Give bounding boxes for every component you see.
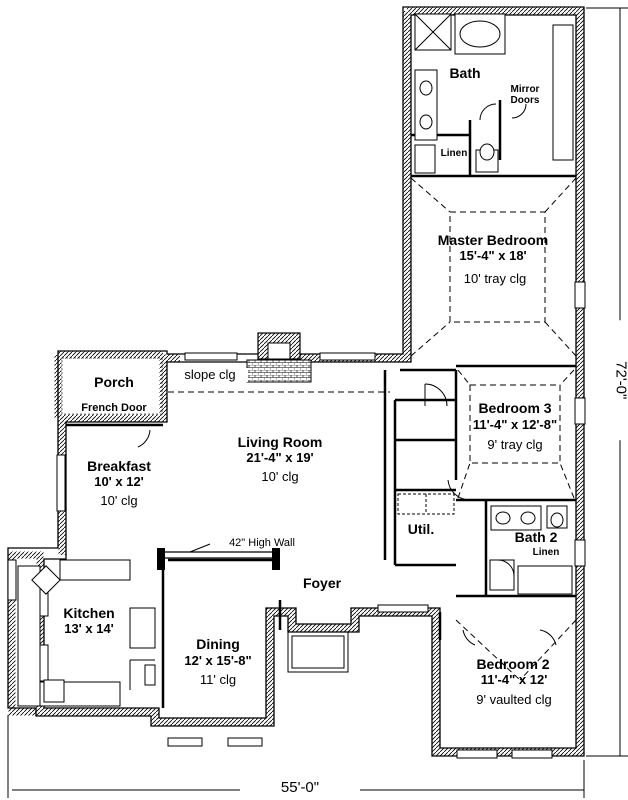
high-wall: [157, 543, 280, 570]
living-room-size: 21'-4" x 19': [246, 450, 314, 465]
kitchen-name: Kitchen: [63, 605, 115, 621]
util-name: Util.: [407, 521, 435, 537]
porch-name: Porch: [94, 374, 134, 390]
mirror-doors-label: Mirror Doors: [510, 84, 540, 106]
breakfast-size: 10' x 12': [94, 474, 144, 489]
bedroom2-vaulted-ceiling: [455, 619, 577, 681]
entry-details: [61, 357, 349, 673]
dining-size: 12' x 15'-8": [184, 653, 252, 668]
high-wall-label: 42" High Wall: [229, 537, 295, 549]
slope-ceiling-label: slope clg: [172, 367, 248, 383]
master-bedroom-size: 15'-4" x 18': [459, 248, 527, 263]
kitchen-size: 13' x 14': [64, 621, 114, 636]
master-bedroom-ceiling: 10' tray clg: [463, 271, 527, 286]
breakfast-name: Breakfast: [87, 458, 151, 474]
bedroom2-name: Bedroom 2: [476, 656, 550, 672]
living-room-name: Living Room: [237, 434, 323, 450]
dining-ceiling: 11' clg: [199, 672, 237, 687]
exterior-outline: [7, 6, 585, 757]
bedroom3-size: 11'-4" x 12'-8": [472, 417, 558, 432]
foyer-name: Foyer: [302, 575, 342, 591]
bedroom2-ceiling: 9' vaulted clg: [476, 692, 552, 707]
util-fixtures: [397, 493, 455, 515]
master-bedroom-name: Master Bedroom: [437, 232, 549, 248]
windows: [7, 281, 586, 759]
bath-label: Bath: [449, 65, 481, 81]
bath2-linen-label: Linen: [532, 547, 560, 558]
french-door-label: French Door: [81, 402, 147, 414]
master-tray-ceiling: [410, 177, 577, 357]
overall-width-dimension: 55'-0": [240, 779, 360, 797]
fireplace: [246, 332, 312, 383]
bath2-name: Bath 2: [514, 529, 558, 545]
dining-name: Dining: [196, 636, 240, 652]
bedroom3-name: Bedroom 3: [478, 400, 552, 416]
bedroom2-size: 11'-4" x 12': [480, 672, 548, 687]
breakfast-ceiling: 10' clg: [100, 493, 138, 508]
bedroom3-ceiling: 9' tray clg: [487, 437, 543, 452]
bedroom3-tray-ceiling: [457, 369, 575, 499]
door-swings: [137, 103, 557, 646]
master-linen-label: Linen: [440, 148, 468, 159]
overall-depth-dimension: 72'-0": [611, 320, 628, 441]
kitchen-fixtures: [17, 559, 156, 707]
living-room-ceiling: 10' clg: [261, 469, 299, 484]
